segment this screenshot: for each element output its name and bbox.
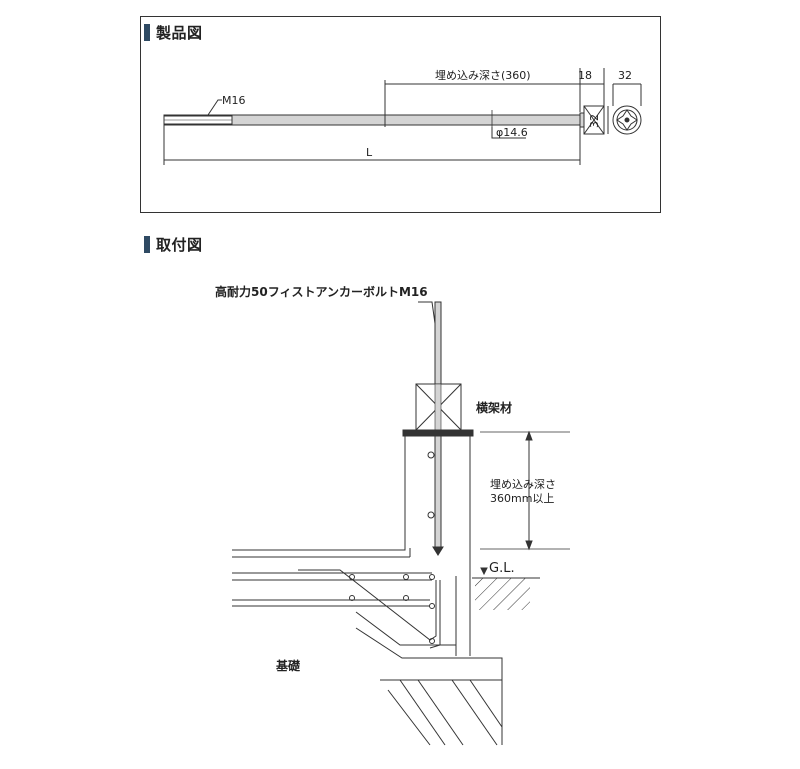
- foundation-label: 基礎: [275, 658, 301, 673]
- ground-hatch: [475, 578, 530, 610]
- product-drawing-frame: [140, 16, 661, 213]
- beam-label: 横架材: [476, 400, 512, 415]
- rebar: [403, 574, 409, 580]
- sill-plate: [402, 429, 474, 437]
- embed-depth-line2: 360mm以上: [490, 492, 554, 505]
- nut-width-label: 18: [578, 69, 592, 82]
- anchor-head: [432, 546, 444, 556]
- thread-label: M16: [222, 94, 246, 107]
- thread-leader: [207, 99, 222, 116]
- product-drawing-heading: 製品図: [144, 22, 203, 43]
- rebar: [349, 595, 355, 601]
- installation-drawing-labels: 高耐力50フィストアンカーボルトM16 横架材 埋め込み深さ 360mm以上 G…: [215, 284, 556, 673]
- rebar: [403, 595, 409, 601]
- product-drawing-labels: M16 埋め込み深さ(360) L φ14.6 18 32 32: [222, 69, 632, 159]
- embed-depth-label: 埋め込み深さ(360): [435, 69, 531, 82]
- installation-drawing: [232, 301, 570, 746]
- foundation-wall: [232, 436, 406, 551]
- heading-marker: [144, 24, 150, 41]
- nut-outer-label: 32: [618, 69, 632, 82]
- diameter-label: φ14.6: [496, 126, 528, 139]
- footing: [355, 627, 503, 745]
- heading-marker: [144, 236, 150, 253]
- nut-height-label: 32: [588, 114, 601, 128]
- installation-drawing-title: 取付図: [156, 236, 203, 254]
- hooked-rebar: [298, 569, 437, 641]
- installation-drawing-heading: 取付図: [144, 234, 203, 255]
- rebar: [427, 451, 435, 459]
- rebar: [429, 603, 435, 609]
- bolt-name-label: 高耐力50フィストアンカーボルトM16: [215, 284, 428, 299]
- length-label: L: [366, 146, 373, 159]
- product-drawing-title: 製品図: [156, 24, 203, 42]
- ground-level-label: G.L.: [489, 561, 515, 576]
- rebar: [429, 574, 435, 580]
- rebar: [427, 511, 435, 519]
- embed-depth-line1: 埋め込み深さ: [490, 478, 556, 491]
- gl-marker: [480, 567, 488, 576]
- product-drawing: [163, 68, 642, 165]
